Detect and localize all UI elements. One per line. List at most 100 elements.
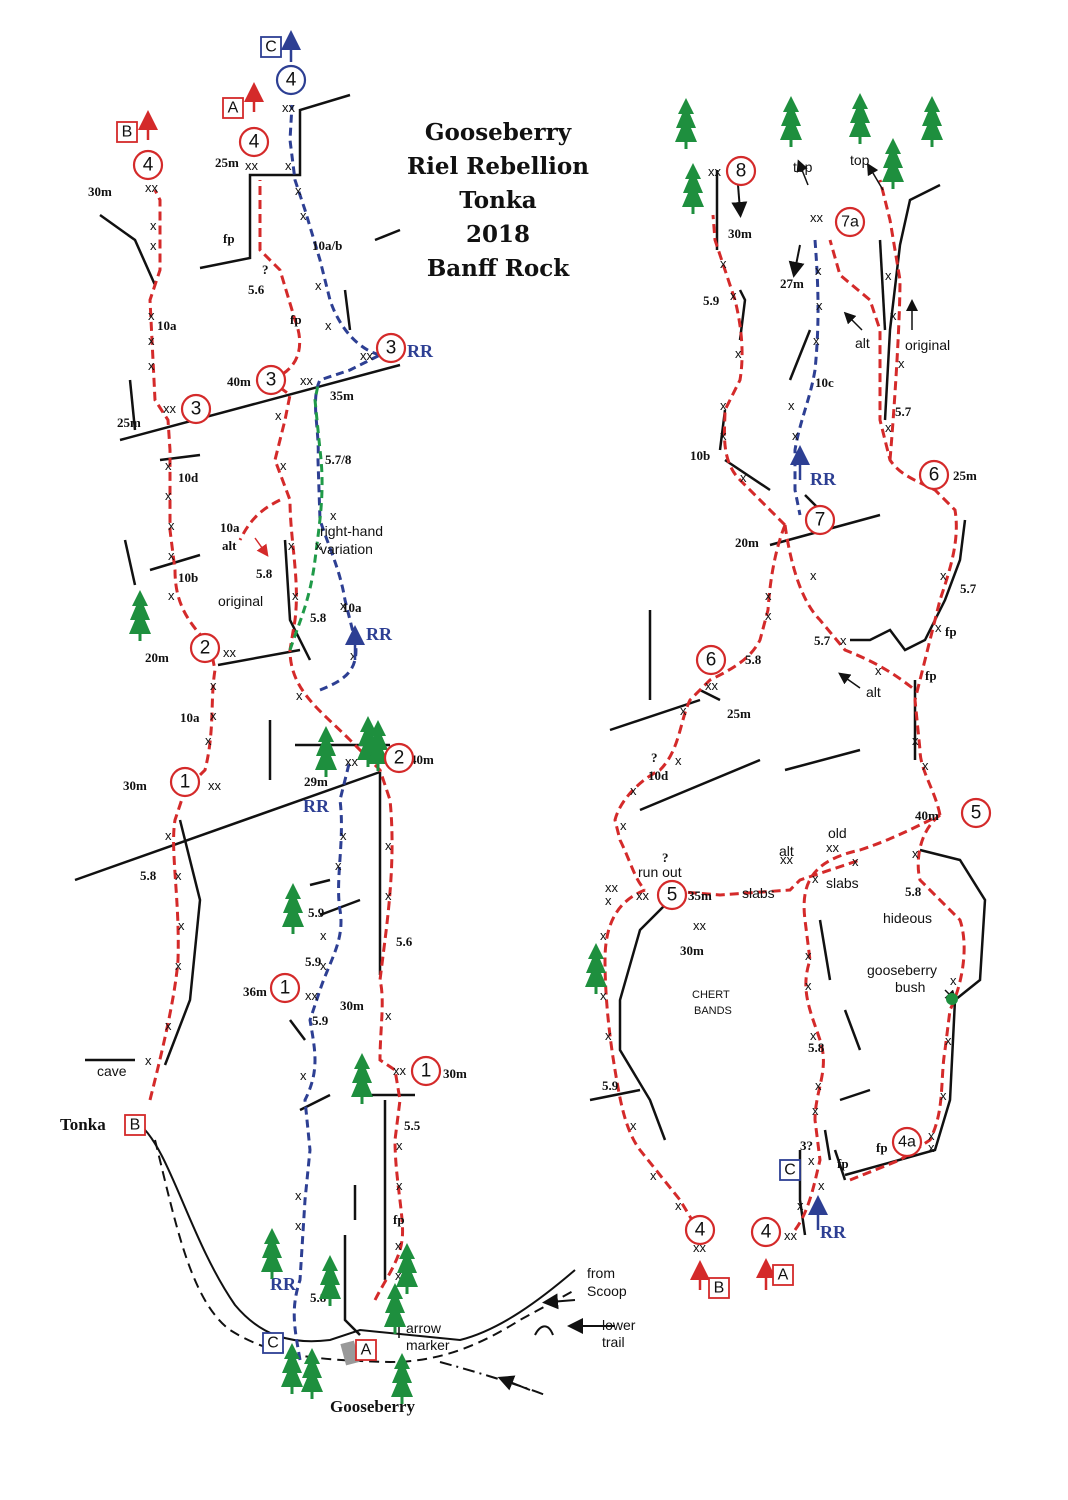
belay-4-right-a: 4: [750, 1216, 782, 1248]
belay-4a: 4a: [891, 1126, 923, 1158]
tree-icon: [682, 163, 704, 214]
gooseberry-route-left: [148, 180, 405, 1301]
svg-text:run out: run out: [638, 864, 682, 880]
svg-text:x: x: [315, 278, 322, 293]
tree-icon: [384, 1283, 406, 1334]
riel-rebellion-route-left: [288, 104, 381, 1361]
right-text-labels: 5.9 10b 10c 5.7 5.7 5.7 5.8 ? 10d 5.8 5.…: [602, 152, 977, 1242]
svg-text:xx: xx: [636, 888, 650, 903]
svg-text:xx: xx: [810, 210, 824, 225]
svg-text:x: x: [300, 1068, 307, 1083]
svg-text:5.9: 5.9: [703, 293, 720, 308]
svg-text:A: A: [361, 1342, 372, 1359]
svg-text:from: from: [587, 1265, 615, 1281]
svg-text:gooseberry: gooseberry: [867, 962, 937, 978]
right-rock-features: [589, 170, 987, 1236]
svg-text:xx: xx: [245, 158, 259, 173]
svg-text:xx: xx: [345, 754, 359, 769]
svg-text:alt: alt: [779, 843, 794, 859]
svg-text:7a: 7a: [841, 214, 859, 231]
svg-text:trail: trail: [602, 1334, 625, 1350]
svg-text:x: x: [340, 828, 347, 843]
svg-text:x: x: [720, 398, 727, 413]
svg-text:hideous: hideous: [883, 910, 932, 926]
svg-text:x: x: [818, 1178, 825, 1193]
svg-text:marker: marker: [406, 1337, 450, 1353]
svg-text:B: B: [122, 124, 133, 141]
svg-text:x: x: [350, 648, 357, 663]
svg-text:xx: xx: [360, 348, 374, 363]
svg-text:x: x: [148, 308, 155, 323]
svg-text:x: x: [145, 1053, 152, 1068]
svg-text:5.5: 5.5: [404, 1118, 421, 1133]
svg-text:x: x: [335, 858, 342, 873]
svg-text:x: x: [928, 1128, 935, 1143]
svg-text:x: x: [395, 1238, 402, 1253]
svg-text:C: C: [784, 1162, 796, 1179]
svg-text:CHERT: CHERT: [692, 989, 730, 1001]
svg-text:10a/b: 10a/b: [312, 238, 342, 253]
svg-text:x: x: [730, 288, 737, 303]
svg-text:original: original: [905, 337, 950, 353]
svg-text:x: x: [816, 298, 823, 313]
svg-text:5: 5: [667, 885, 678, 906]
svg-text:x: x: [788, 398, 795, 413]
svg-text:x: x: [898, 356, 905, 371]
svg-text:3: 3: [386, 338, 397, 359]
belay-3-gooseberry: 3: [255, 364, 287, 396]
svg-text:10a: 10a: [220, 520, 240, 535]
svg-text:4: 4: [143, 155, 154, 176]
svg-text:3: 3: [266, 370, 277, 391]
svg-text:x: x: [812, 871, 819, 886]
start-markers: B A C B C A C B A: [116, 36, 801, 1361]
svg-text:x: x: [295, 183, 302, 198]
belay-1-tonka: 1: [169, 766, 201, 798]
svg-text:xx: xx: [605, 880, 619, 895]
svg-text:x: x: [675, 753, 682, 768]
svg-text:x: x: [605, 1028, 612, 1043]
svg-text:fp: fp: [223, 231, 235, 246]
svg-text:1: 1: [180, 772, 191, 793]
svg-text:30m: 30m: [88, 184, 112, 199]
belay-6-gooseberry: 6: [918, 459, 950, 491]
svg-text:x: x: [922, 758, 929, 773]
svg-text:xx: xx: [708, 164, 722, 179]
svg-text:?: ?: [262, 262, 269, 277]
svg-text:x: x: [205, 733, 212, 748]
svg-text:x: x: [765, 588, 772, 603]
svg-text:alt: alt: [866, 684, 881, 700]
svg-text:xx: xx: [208, 778, 222, 793]
marker-a-gooseberry: A: [355, 1339, 377, 1361]
svg-text:6: 6: [929, 465, 940, 486]
svg-text:4: 4: [695, 1220, 706, 1241]
left-rock-features: [74, 93, 415, 1336]
svg-text:36m: 36m: [243, 984, 267, 999]
svg-text:xx: xx: [300, 373, 314, 388]
title-line-riel-rebellion: Riel Rebellion: [407, 153, 589, 180]
svg-text:5.8: 5.8: [310, 610, 327, 625]
svg-text:35m: 35m: [688, 888, 712, 903]
svg-text:4: 4: [249, 132, 260, 153]
svg-text:30m: 30m: [123, 778, 147, 793]
svg-text:x: x: [675, 1198, 682, 1213]
svg-text:x: x: [940, 1088, 947, 1103]
belay-5-gooseberry: 5: [960, 797, 992, 829]
tree-icon: [585, 943, 607, 994]
svg-text:30m: 30m: [443, 1066, 467, 1081]
tree-icon: [675, 98, 697, 149]
svg-text:x: x: [168, 548, 175, 563]
svg-text:x: x: [165, 1018, 172, 1033]
tree-icon: [281, 1343, 303, 1394]
svg-text:30m: 30m: [340, 998, 364, 1013]
svg-text:xx: xx: [305, 988, 319, 1003]
tree-icon: [315, 726, 337, 777]
belay-4-right-b: 4: [684, 1214, 716, 1246]
svg-text:2: 2: [200, 638, 211, 659]
svg-text:x: x: [285, 158, 292, 173]
svg-text:x: x: [295, 1188, 302, 1203]
svg-text:x: x: [810, 568, 817, 583]
svg-text:RR: RR: [366, 624, 393, 644]
svg-text:lower: lower: [602, 1317, 636, 1333]
